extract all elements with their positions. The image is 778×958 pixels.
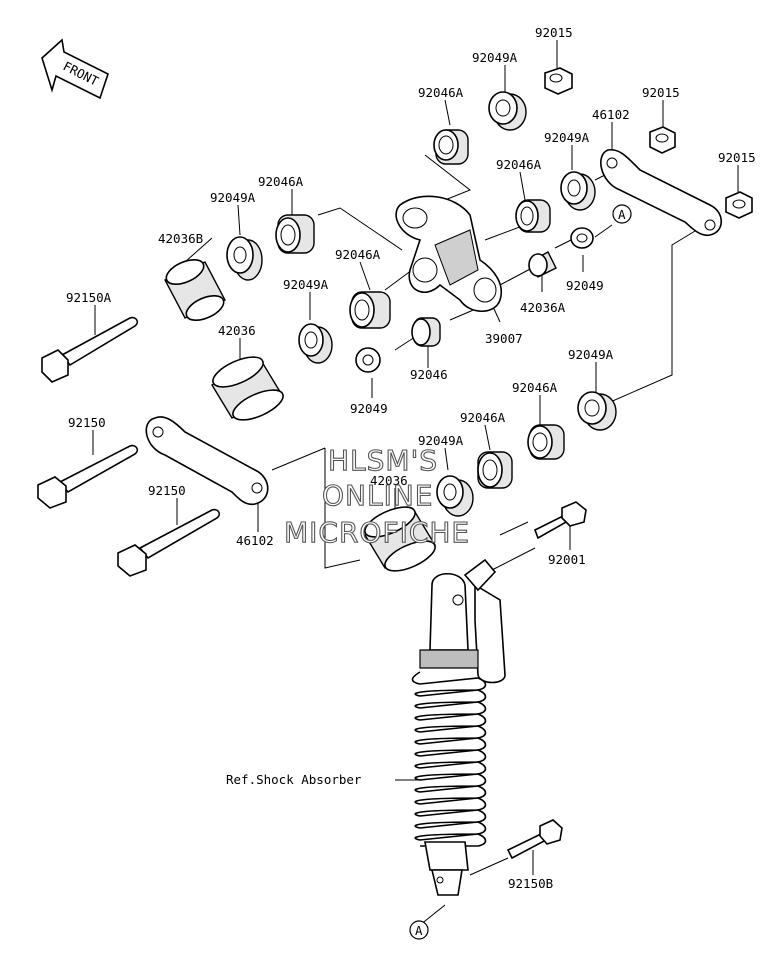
label-92150B: 92150B	[508, 876, 553, 891]
bearing-92046	[411, 317, 441, 347]
label-92049A-center: 92049A	[283, 277, 329, 292]
washer-92049A-low2	[436, 475, 474, 517]
label-92046A-center: 92046A	[335, 247, 381, 262]
front-arrow-icon: FRONT	[41, 38, 109, 100]
label-92049A-top: 92049A	[472, 50, 518, 65]
label-42036: 42036	[218, 323, 256, 338]
bearing-92046A-low2	[477, 451, 513, 489]
nut-92015-mid	[649, 126, 676, 154]
bearing-92046A-low	[527, 424, 565, 460]
collar-42036	[210, 356, 284, 421]
label-92049A-low: 92049A	[568, 347, 614, 362]
label-92015-mid: 92015	[642, 85, 680, 100]
label-42036B: 42036B	[158, 231, 203, 246]
watermark-line-1: HLSM'S	[328, 444, 438, 477]
label-92015-right: 92015	[718, 150, 756, 165]
washer-92049A-left	[226, 236, 263, 281]
label-92015-top: 92015	[535, 25, 573, 40]
label-92046A-low: 92046A	[512, 380, 558, 395]
nut-92015-top	[544, 67, 573, 95]
bearing-92046A-left	[275, 214, 315, 254]
collar-42036B	[164, 258, 226, 322]
bolt-92150B	[506, 819, 563, 860]
nut-92015-right	[725, 191, 753, 219]
label-92001: 92001	[548, 552, 586, 567]
watermark-line-3: MICROFICHE	[284, 516, 470, 549]
marker-a-bottom: A	[409, 920, 429, 940]
label-92150A: 92150A	[66, 290, 112, 305]
bearing-92046A-center	[349, 291, 391, 329]
label-ref-shock-absorber: Ref.Shock Absorber	[226, 772, 362, 787]
label-46102-top: 46102	[592, 107, 630, 122]
washer-92049-right	[570, 227, 594, 249]
label-92049A-low2: 92049A	[418, 433, 464, 448]
washer-92049A-mid	[560, 171, 596, 211]
link-plate-46102-top	[600, 148, 723, 237]
label-92049A-mid: 92049A	[544, 130, 590, 145]
collar-42036A	[528, 251, 557, 278]
marker-a-top: A	[612, 204, 632, 224]
label-42036A: 42036A	[520, 300, 566, 315]
bearing-92046A-mid	[515, 199, 551, 233]
label-92046: 92046	[410, 367, 448, 382]
label-92046A-mid: 92046A	[496, 157, 542, 172]
washer-92049A-center	[298, 323, 333, 364]
label-92150-a: 92150	[68, 415, 106, 430]
link-plate-46102-low	[145, 416, 269, 506]
shock-absorber	[411, 558, 506, 896]
label-92049-low: 92049	[350, 401, 388, 416]
marker-a-top-label: A	[618, 207, 626, 222]
part-labels: 92015 92049A 92046A 92015 46102 92049A 9…	[66, 25, 756, 891]
rocker-arm-39007	[395, 195, 502, 313]
label-46102-low: 46102	[236, 533, 274, 548]
label-92046A-low2: 92046A	[460, 410, 506, 425]
watermark-line-2: ONLINE	[322, 479, 433, 512]
washer-92049A-low	[577, 391, 617, 431]
bolt-92150-b	[117, 508, 220, 577]
bolt-92001	[533, 501, 587, 540]
bolt-92150A	[41, 316, 138, 383]
label-92049-right: 92049	[566, 278, 604, 293]
bearing-92046A-top	[433, 129, 469, 165]
label-39007: 39007	[485, 331, 523, 346]
collar-42036-low	[363, 506, 437, 572]
label-92046A-left: 92046A	[258, 174, 304, 189]
washer-92049A-top	[488, 91, 527, 131]
label-92150-b: 92150	[148, 483, 186, 498]
label-92046A-top: 92046A	[418, 85, 464, 100]
watermark: HLSM'S ONLINE MICROFICHE	[283, 443, 470, 549]
label-92049A-left: 92049A	[210, 190, 256, 205]
washer-92049-low	[355, 347, 381, 373]
bolt-92150-a	[37, 444, 138, 509]
marker-a-bottom-label: A	[415, 923, 423, 938]
label-42036-low: 42036	[370, 473, 408, 488]
